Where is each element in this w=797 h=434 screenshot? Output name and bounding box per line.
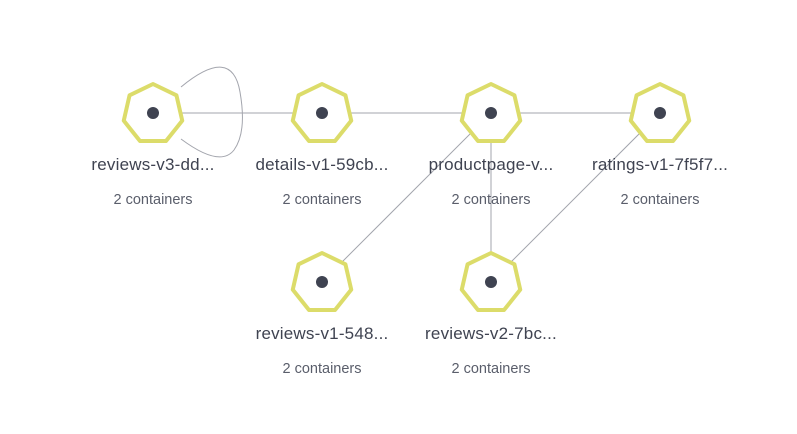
node-name-label: reviews-v1-548...: [255, 324, 389, 343]
pod-node-productpage-v1[interactable]: productpage-v... 2 containers: [406, 79, 576, 208]
node-center-dot: [485, 276, 497, 288]
node-container-count: 2 containers: [113, 192, 193, 208]
heptagon-pod-icon: [628, 82, 692, 144]
heptagon-pod-icon: [290, 251, 354, 313]
heptagon-pod-icon: [459, 251, 523, 313]
edge-productpage-v1-to-reviews-v1: [321, 112, 492, 283]
node-name-label: reviews-v3-dd...: [91, 155, 215, 174]
node-center-dot: [316, 276, 328, 288]
node-container-count: 2 containers: [620, 192, 700, 208]
pod-node-reviews-v3[interactable]: reviews-v3-dd... 2 containers: [68, 79, 238, 208]
node-name-label: reviews-v2-7bc...: [425, 324, 557, 343]
edge-self-loop-reviews-v3: [180, 66, 243, 158]
node-name-label: details-v1-59cb...: [255, 155, 389, 174]
node-container-count: 2 containers: [451, 192, 531, 208]
node-name-label: productpage-v...: [428, 155, 554, 174]
node-container-count: 2 containers: [451, 361, 531, 377]
node-center-dot: [654, 107, 666, 119]
pod-node-details-v1[interactable]: details-v1-59cb... 2 containers: [237, 79, 407, 208]
pod-node-ratings-v1[interactable]: ratings-v1-7f5f7... 2 containers: [575, 79, 745, 208]
node-container-count: 2 containers: [282, 192, 362, 208]
edge-ratings-v1-to-reviews-v2: [490, 112, 661, 283]
node-center-dot: [316, 107, 328, 119]
heptagon-pod-icon: [121, 82, 185, 144]
pod-node-reviews-v1[interactable]: reviews-v1-548... 2 containers: [237, 248, 407, 377]
node-center-dot: [485, 107, 497, 119]
node-container-count: 2 containers: [282, 361, 362, 377]
node-center-dot: [147, 107, 159, 119]
heptagon-pod-icon: [459, 82, 523, 144]
heptagon-pod-icon: [290, 82, 354, 144]
node-name-label: ratings-v1-7f5f7...: [591, 155, 729, 174]
pod-node-reviews-v2[interactable]: reviews-v2-7bc... 2 containers: [406, 248, 576, 377]
